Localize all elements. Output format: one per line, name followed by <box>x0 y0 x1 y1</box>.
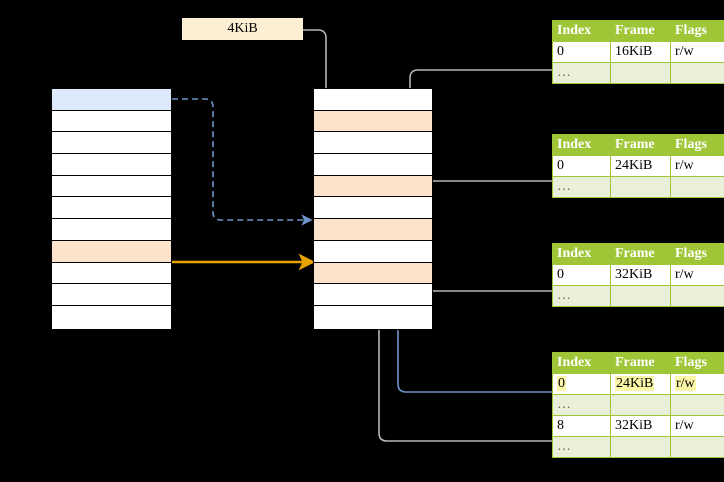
memory-cell <box>314 154 432 176</box>
cell-index: … <box>552 285 611 307</box>
cell-index: 0 <box>552 41 611 63</box>
cell-frame: 24KiB <box>610 373 671 395</box>
memory-cell <box>314 110 432 133</box>
column-header-index: Index <box>552 243 611 265</box>
cell-frame: 32KiB <box>610 264 671 286</box>
memory-cell <box>314 240 432 263</box>
cell-frame: 24KiB <box>610 155 671 177</box>
cell-index: 8 <box>552 415 611 437</box>
memory-cell <box>52 132 171 155</box>
cell-frame <box>610 285 671 307</box>
cell-flags <box>670 436 724 458</box>
wire-ptable2-to-mid-row8 <box>413 256 552 292</box>
cell-frame <box>610 436 671 458</box>
table-row[interactable]: … <box>552 285 724 307</box>
memory-cell <box>314 89 432 111</box>
cell-flags: r/w <box>670 415 724 437</box>
cell-frame: 32KiB <box>610 415 671 437</box>
memory-cell <box>314 219 432 241</box>
cell-flags: r/w <box>670 373 724 395</box>
memory-cell <box>314 284 432 306</box>
middle-memory-column <box>313 88 433 330</box>
memory-cell <box>52 197 171 220</box>
table-row[interactable]: … <box>552 176 724 198</box>
cell-flags <box>670 62 724 84</box>
memory-cell <box>52 240 171 263</box>
cell-index: … <box>552 436 611 458</box>
memory-cell <box>314 132 432 155</box>
cell-index: 0 <box>552 264 611 286</box>
memory-cell <box>314 305 432 328</box>
column-header-index: Index <box>552 352 611 374</box>
cell-flags <box>670 394 724 416</box>
highlighted-value: 0 <box>557 376 566 391</box>
wire-left-row0-to-mid-row6-dashed <box>172 98 313 226</box>
cell-flags: r/w <box>670 155 724 177</box>
memory-cell <box>52 284 171 306</box>
table-row[interactable]: … <box>552 62 724 84</box>
column-header-frame: Frame <box>610 20 671 42</box>
left-memory-column <box>51 88 172 330</box>
memory-cell <box>52 89 171 111</box>
column-header-flags: Flags <box>670 20 724 42</box>
column-header-flags: Flags <box>670 243 724 265</box>
memory-cell <box>52 219 171 241</box>
cell-index: … <box>552 62 611 84</box>
column-header-index: Index <box>552 134 611 156</box>
cell-index: 0 <box>552 373 611 395</box>
table-row[interactable]: … <box>552 436 724 458</box>
highlighted-value: r/w <box>675 376 696 391</box>
cell-frame <box>610 176 671 198</box>
memory-cell <box>52 262 171 285</box>
memory-cell <box>314 197 432 220</box>
page-size-label: 4KiB <box>182 18 303 40</box>
column-header-frame: Frame <box>610 134 671 156</box>
cell-index: … <box>552 394 611 416</box>
column-header-index: Index <box>552 20 611 42</box>
table-row[interactable]: 0 24KiB r/w <box>552 373 724 395</box>
column-header-frame: Frame <box>610 352 671 374</box>
column-header-flags: Flags <box>670 134 724 156</box>
memory-cell <box>314 262 432 285</box>
column-header-frame: Frame <box>610 243 671 265</box>
table-row[interactable]: … <box>552 394 724 416</box>
cell-flags: r/w <box>670 41 724 63</box>
cell-frame <box>610 62 671 84</box>
cell-flags <box>670 285 724 307</box>
memory-cell <box>52 154 171 176</box>
wire-ptable1-to-mid-row6 <box>413 180 552 222</box>
cell-frame: 16KiB <box>610 41 671 63</box>
highlighted-value: 24KiB <box>615 376 655 391</box>
column-header-flags: Flags <box>670 352 724 374</box>
cell-flags: r/w <box>670 264 724 286</box>
memory-cell <box>52 175 171 198</box>
memory-cell <box>52 110 171 133</box>
cell-index: 0 <box>552 155 611 177</box>
memory-cell <box>52 305 171 328</box>
cell-flags <box>670 176 724 198</box>
memory-cell <box>314 175 432 198</box>
cell-frame <box>610 394 671 416</box>
cell-index: … <box>552 176 611 198</box>
